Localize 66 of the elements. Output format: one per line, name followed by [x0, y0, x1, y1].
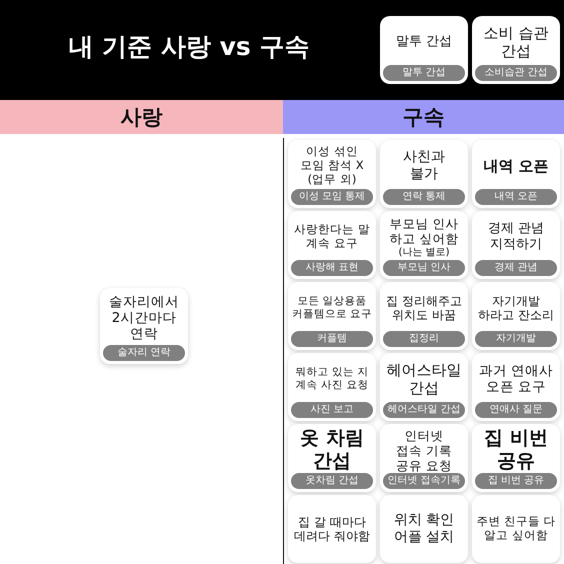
category-tag: 집 비번 공유 — [475, 473, 557, 489]
header-band — [0, 100, 283, 134]
note-text: 옷 차림 간섭 — [299, 427, 365, 473]
note-text: 사친과 불가 — [402, 149, 446, 183]
note-text: 자기개발 하라고 잔소리 — [477, 294, 555, 322]
note-text: 내역 오픈 — [483, 157, 549, 175]
note-card — [380, 495, 468, 563]
header-band — [283, 100, 564, 134]
note-text: 집 정리해주고 위치도 바꿈 — [385, 294, 463, 322]
category-tag: 집정리 — [383, 331, 465, 347]
column-title: 구속 — [402, 104, 444, 131]
note-text: 헤어스타일 간섭 — [386, 361, 462, 397]
note-text: 과거 연애사 오픈 요구 — [478, 362, 554, 396]
note-text: 위치 확인 어플 설치 — [392, 512, 456, 546]
category-tag: 헤어스타일 간섭 — [383, 402, 465, 418]
category-tag: 내역 오픈 — [475, 189, 557, 205]
note-text: 주변 친구들 다 알고 싶어함 — [475, 515, 557, 543]
note-card — [472, 353, 560, 421]
note-text: 소비 습관 간섭 — [482, 24, 550, 60]
note-card — [380, 211, 468, 279]
note-text: 사랑한다는 말 계속 요구 — [293, 223, 371, 251]
note-card — [380, 353, 468, 421]
note-card — [288, 353, 376, 421]
category-tag: 소비습관 간섭 — [475, 65, 557, 81]
note-text: 술자리에서 2시간마다 연락 — [108, 294, 180, 342]
note-card — [288, 282, 376, 350]
note-card — [288, 140, 376, 208]
note-card — [472, 282, 560, 350]
note-text: 집 갈 때마다 데려다 줘야함 — [293, 514, 371, 544]
category-tag: 옷차림 간섭 — [291, 473, 373, 489]
note-card — [100, 288, 188, 364]
note-card — [288, 495, 376, 563]
category-tag: 이성 모임 통제 — [291, 189, 373, 205]
category-tag: 경제 관념 — [475, 260, 557, 276]
category-tag: 연락 통제 — [383, 189, 465, 205]
note-card — [472, 16, 560, 84]
category-tag: 사진 보고 — [291, 402, 373, 418]
note-text: 말투 간섭 — [396, 34, 452, 50]
note-card — [472, 211, 560, 279]
note-text: 경제 관념 지적하기 — [486, 221, 546, 253]
board-title: 내 기준 사랑 vs 구속 — [68, 31, 310, 63]
category-tag: 사랑해 표현 — [291, 260, 373, 276]
note-card — [380, 282, 468, 350]
note-card — [380, 424, 468, 492]
note-text: 부모님 인사 하고 싶어함 — [388, 216, 460, 246]
column-title: 사랑 — [120, 104, 162, 131]
note-card — [380, 140, 468, 208]
category-tag: 술자리 연락 — [103, 345, 185, 361]
note-card — [288, 424, 376, 492]
note-text: 이성 섞인 모임 참석 X (업무 외) — [299, 145, 365, 187]
category-tag: 말투 간섭 — [383, 65, 465, 81]
category-tag: 연애사 질문 — [475, 402, 557, 418]
note-card — [288, 211, 376, 279]
note-card — [472, 495, 560, 563]
note-text: 모든 일상용품 커플템으로 요구 — [291, 295, 373, 321]
note-card — [472, 140, 560, 208]
note-text: 집 비번 공유 — [483, 427, 549, 473]
category-tag: 인터넷 접속기록 — [383, 473, 465, 489]
note-text: 뭐하고 있는 지 계속 사진 요청 — [294, 366, 370, 392]
category-tag: 자기개발 — [475, 331, 557, 347]
category-tag: 커플템 — [291, 331, 373, 347]
note-subtext: (나는 별로) — [398, 246, 450, 258]
note-card — [472, 424, 560, 492]
note-text: 인터넷 접속 기록 공유 요청 — [395, 428, 453, 472]
note-card — [380, 16, 468, 84]
category-tag: 부모님 인사 — [383, 260, 465, 276]
